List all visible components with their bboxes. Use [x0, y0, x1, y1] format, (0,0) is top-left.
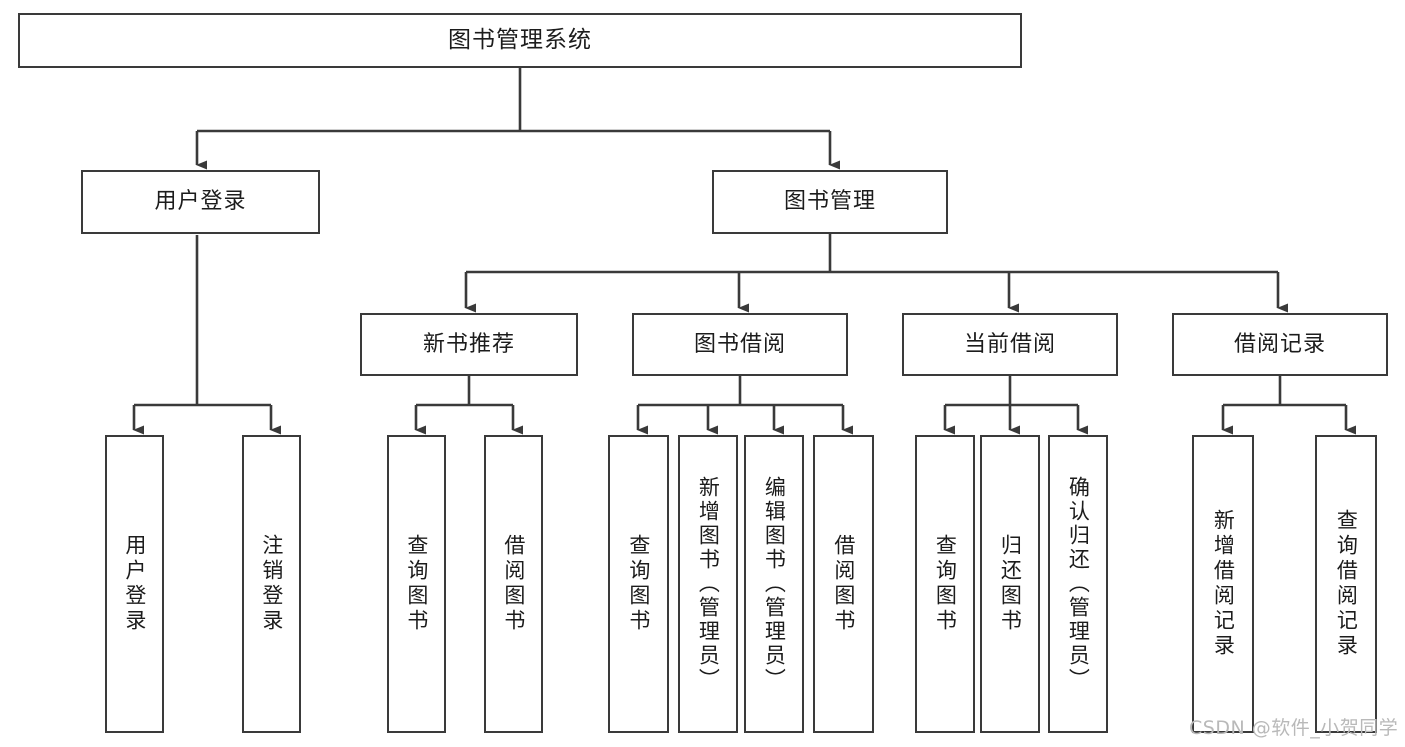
node-leaf-query-borrow-record-label: 查询借阅记录 — [1334, 509, 1359, 659]
node-leaf-user-login[interactable]: 用户登录 — [105, 435, 164, 733]
node-leaf-borrow-book-2[interactable]: 借阅图书 — [813, 435, 874, 733]
node-leaf-query-book-3-label: 查询图书 — [933, 534, 958, 634]
node-current-borrow[interactable]: 当前借阅 — [902, 313, 1118, 376]
node-leaf-user-logout[interactable]: 注销登录 — [242, 435, 301, 733]
node-leaf-query-book-1-label: 查询图书 — [404, 534, 429, 634]
node-user-login[interactable]: 用户登录 — [81, 170, 320, 234]
node-root-label: 图书管理系统 — [448, 26, 592, 53]
node-leaf-confirm-return-label: 确认归还（管理员） — [1066, 476, 1091, 692]
node-book-borrow[interactable]: 图书借阅 — [632, 313, 848, 376]
node-leaf-user-logout-label: 注销登录 — [259, 534, 284, 634]
node-new-book-recommend[interactable]: 新书推荐 — [360, 313, 578, 376]
node-leaf-edit-book-label: 编辑图书（管理员） — [762, 476, 787, 692]
node-leaf-add-book-label: 新增图书（管理员） — [696, 476, 721, 692]
node-root[interactable]: 图书管理系统 — [18, 13, 1022, 68]
node-leaf-return-book[interactable]: 归还图书 — [980, 435, 1040, 733]
node-leaf-edit-book[interactable]: 编辑图书（管理员） — [744, 435, 804, 733]
node-leaf-add-book[interactable]: 新增图书（管理员） — [678, 435, 738, 733]
node-borrow-record-label: 借阅记录 — [1233, 331, 1326, 357]
node-new-book-recommend-label: 新书推荐 — [422, 331, 515, 357]
node-leaf-add-borrow-record-label: 新增借阅记录 — [1211, 509, 1236, 659]
node-current-borrow-label: 当前借阅 — [963, 331, 1056, 357]
node-book-manage[interactable]: 图书管理 — [712, 170, 948, 234]
node-leaf-borrow-book-1-label: 借阅图书 — [501, 534, 526, 634]
node-book-manage-label: 图书管理 — [783, 189, 876, 215]
node-borrow-record[interactable]: 借阅记录 — [1172, 313, 1388, 376]
node-leaf-return-book-label: 归还图书 — [998, 534, 1023, 634]
node-book-borrow-label: 图书借阅 — [693, 331, 786, 357]
csdn-watermark: CSDN @软件_小贺同学 — [1189, 717, 1399, 739]
node-leaf-confirm-return[interactable]: 确认归还（管理员） — [1048, 435, 1108, 733]
node-leaf-borrow-book-1[interactable]: 借阅图书 — [484, 435, 543, 733]
node-leaf-query-book-3[interactable]: 查询图书 — [915, 435, 975, 733]
node-leaf-user-login-label: 用户登录 — [122, 534, 147, 634]
node-leaf-add-borrow-record[interactable]: 新增借阅记录 — [1192, 435, 1254, 733]
node-leaf-query-borrow-record[interactable]: 查询借阅记录 — [1315, 435, 1377, 733]
node-leaf-query-book-2-label: 查询图书 — [626, 534, 651, 634]
node-leaf-query-book-2[interactable]: 查询图书 — [608, 435, 669, 733]
node-user-login-label: 用户登录 — [154, 189, 247, 215]
node-leaf-query-book-1[interactable]: 查询图书 — [387, 435, 446, 733]
node-leaf-borrow-book-2-label: 借阅图书 — [831, 534, 856, 634]
